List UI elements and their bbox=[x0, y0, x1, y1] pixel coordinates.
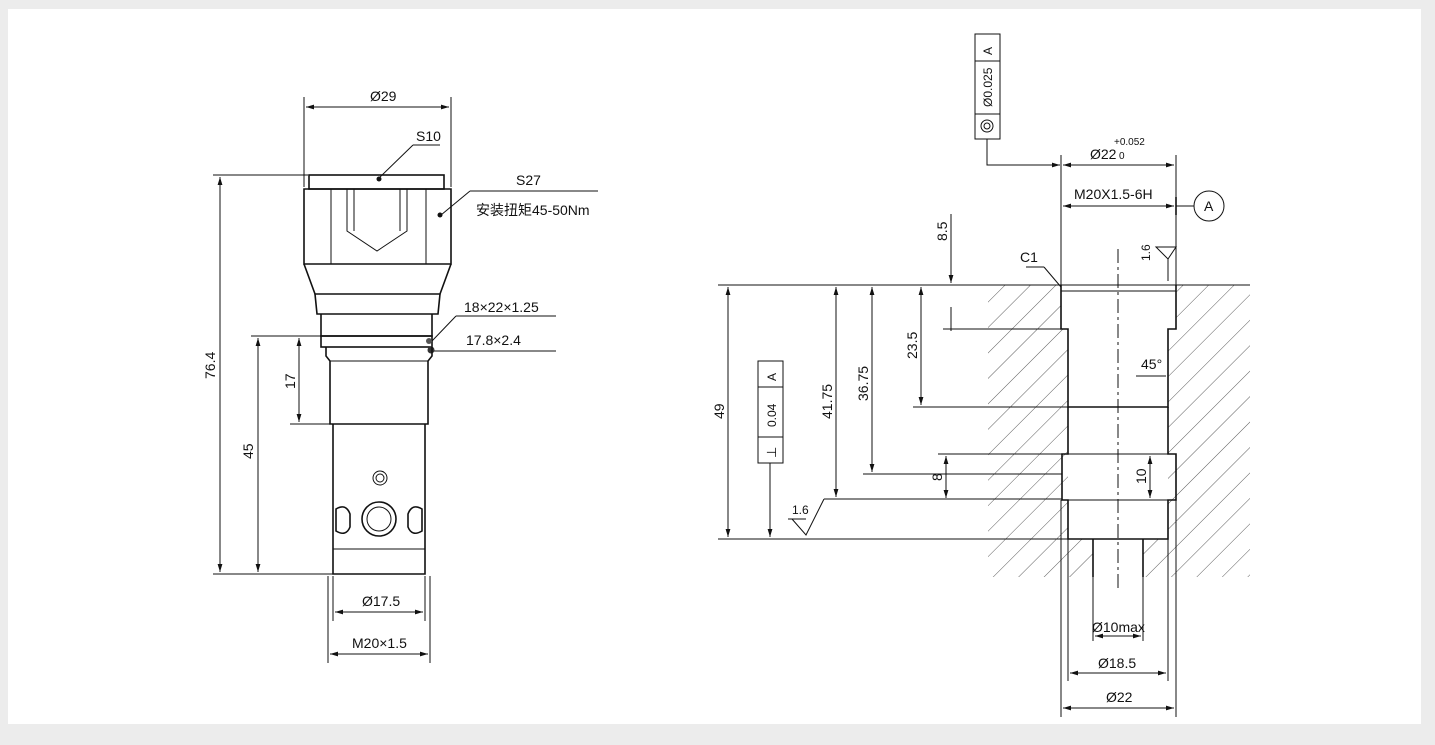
dim-port-8: 8 bbox=[929, 473, 945, 481]
dim-depth-3675: 36.75 bbox=[855, 366, 871, 401]
roughness-bottom: 1.6 bbox=[792, 503, 809, 517]
label-torque: 安装扭矩45-50Nm bbox=[476, 202, 590, 218]
dim-depth-235: 23.5 bbox=[904, 332, 920, 359]
fcf-perp-datum: A bbox=[765, 373, 779, 381]
concentricity-icon bbox=[980, 119, 994, 133]
dim-thread: M20×1.5 bbox=[352, 635, 407, 651]
dim-dia-22: Ø22 bbox=[1106, 689, 1133, 705]
dim-length-17: 17 bbox=[282, 373, 298, 389]
hex-body bbox=[303, 188, 452, 265]
technical-drawing: Ø29 S10 S27 安装扭矩45-50Nm 18×22×1.25 17.8×… bbox=[202, 33, 1250, 717]
dim-dia-top: Ø29 bbox=[370, 88, 397, 104]
drawing-sheet: Ø29 S10 S27 安装扭矩45-50Nm 18×22×1.25 17.8×… bbox=[8, 9, 1421, 724]
dim-port-10: 10 bbox=[1133, 468, 1149, 484]
dim-thread-spec: M20X1.5-6H bbox=[1074, 186, 1153, 202]
label-chamfer: C1 bbox=[1020, 249, 1038, 265]
dim-depth-85: 8.5 bbox=[934, 221, 950, 241]
dim-length-total: 76.4 bbox=[202, 352, 218, 379]
cartridge-view: Ø29 S10 S27 安装扭矩45-50Nm 18×22×1.25 17.8×… bbox=[202, 88, 598, 663]
fcf-perp-value: 0.04 bbox=[765, 403, 779, 427]
datum-a-label: A bbox=[1204, 198, 1214, 214]
label-hex-wrench: S27 bbox=[516, 172, 541, 188]
dim-dia-10max: Ø10max bbox=[1092, 619, 1145, 635]
dim-dia-185: Ø18.5 bbox=[1098, 655, 1136, 671]
fcf-concentricity-value: Ø0.025 bbox=[981, 67, 995, 107]
dim-depth-4175: 41.75 bbox=[819, 384, 835, 419]
dim-bore-tol-lower: 0 bbox=[1119, 151, 1125, 162]
dim-bore-dia: Ø22 bbox=[1090, 146, 1117, 162]
label-oring: 17.8×2.4 bbox=[466, 332, 521, 348]
hatch-left bbox=[988, 285, 1093, 577]
cavity-view: A Ø0.025 Ø22 +0.052 0 M20X1.5-6H A C1 1.… bbox=[711, 33, 1250, 717]
dim-depth-49: 49 bbox=[711, 403, 727, 419]
label-backup-ring: 18×22×1.25 bbox=[464, 299, 539, 315]
hatch-right bbox=[1143, 285, 1250, 577]
label-hex-socket: S10 bbox=[416, 128, 441, 144]
roughness-top: 1.6 bbox=[1139, 244, 1153, 261]
dim-length-thread: 45 bbox=[240, 443, 256, 459]
perpendicularity-icon: ⊥ bbox=[764, 447, 779, 458]
fcf-datum-a: A bbox=[981, 47, 995, 55]
dim-dia-body: Ø17.5 bbox=[362, 593, 400, 609]
hex-top-cap bbox=[308, 174, 445, 190]
dim-bore-tol-upper: +0.052 bbox=[1114, 137, 1145, 148]
label-angle: 45° bbox=[1141, 356, 1162, 372]
socket-outline bbox=[346, 189, 408, 252]
datum-a-bubble bbox=[1193, 190, 1225, 222]
